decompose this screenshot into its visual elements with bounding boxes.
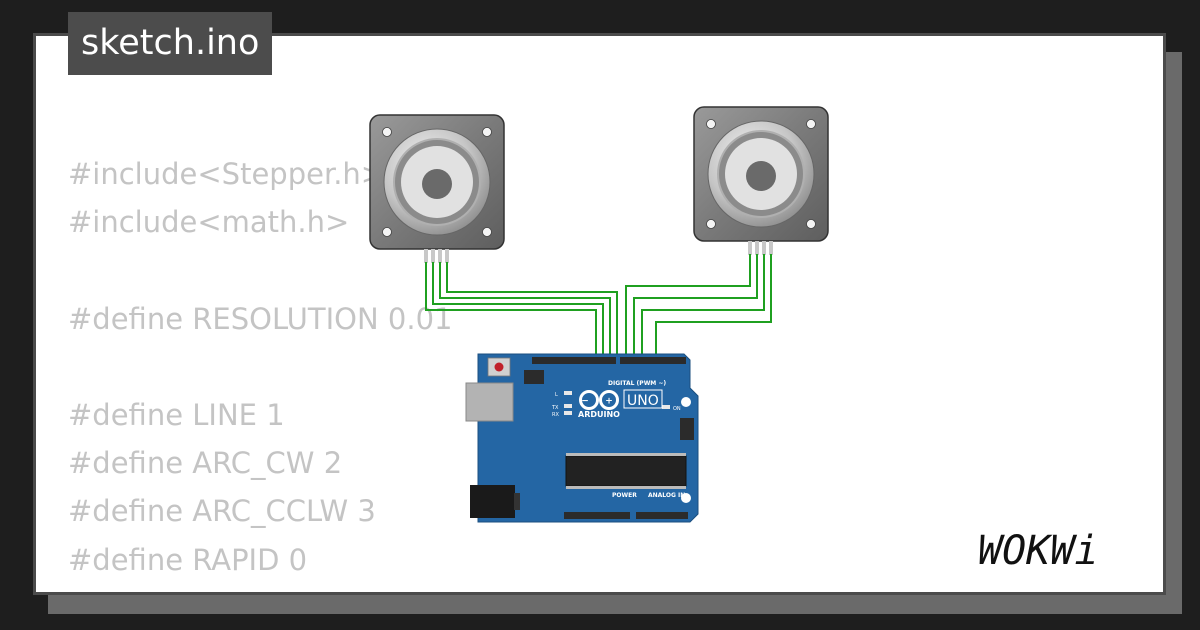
wokwi-logo-text: WOKWi [978,528,1098,574]
wire [432,262,604,360]
wire [655,254,772,360]
code-editor: #include<Stepper.h> #include<math.h> #de… [68,150,452,584]
board-brand: ARDUINO [578,410,620,419]
code-line: #include<Stepper.h> [68,157,386,191]
wire [439,262,611,360]
board-model: UNO [627,393,659,409]
power-label: POWER [612,492,637,499]
led-l-label: L [555,392,558,398]
wokwi-logo: WOKWi [978,528,1098,574]
led-tx-label: TX [551,405,559,411]
stepper-motor-1[interactable] [369,114,505,263]
wire [633,254,758,360]
code-line: #define LINE 1 [68,397,285,432]
led-rx-label: RX [552,412,559,418]
analog-label: ANALOG IN [648,492,685,499]
wire [641,254,765,360]
wires [425,254,772,360]
svg-text:−: − [581,397,589,407]
arduino-uno-board[interactable]: − + ARDUINO UNO DIGITAL (PWM ~) POWER AN… [465,353,699,523]
svg-text:+: + [605,397,613,407]
code-line: #include<math.h> [68,205,350,240]
digital-label: DIGITAL (PWM ~) [608,380,666,387]
code-line: #define ARC_CW 2 [68,446,343,481]
led-on-label: ON [673,406,681,412]
stepper-motor-2[interactable] [693,106,829,255]
file-tab[interactable]: sketch.ino [68,12,273,75]
code-line: #define RAPID 0 [68,542,308,577]
wire [446,262,618,360]
code-line: #define ARC_CCLW 3 [68,494,376,529]
wire [425,262,597,360]
wire [625,254,751,360]
code-line: #define RESOLUTION 0.01 [68,301,453,336]
arduino-infinity-icon [579,390,619,410]
